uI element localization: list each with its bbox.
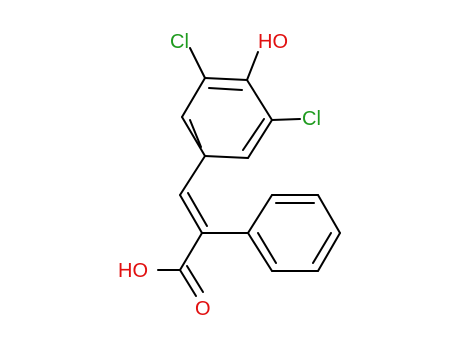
hydroxyl-label-top: HO	[258, 31, 288, 53]
bond	[181, 77, 206, 118]
chlorine-label-right: Cl	[302, 108, 321, 130]
bond	[246, 79, 273, 121]
aromatic-bond	[189, 119, 202, 148]
bond	[317, 194, 341, 234]
bond	[317, 232, 341, 272]
carbonyl-oxygen-label: O	[195, 298, 211, 320]
bond	[179, 232, 203, 271]
bond	[181, 116, 206, 157]
bond	[179, 155, 206, 196]
acid-hydroxyl-label: HO	[118, 260, 148, 282]
bond-to-oh	[246, 51, 259, 81]
double-bond	[187, 192, 208, 227]
bond-to-cl-right	[271, 118, 301, 121]
bond	[204, 77, 248, 81]
double-bond-co	[186, 265, 204, 293]
double-bond-co	[179, 269, 197, 297]
bond-to-cl-top	[189, 47, 206, 79]
bond	[247, 232, 273, 272]
chlorine-label-top: Cl	[170, 31, 189, 53]
aromatic-bond	[257, 232, 277, 264]
aromatic-bond	[312, 232, 332, 264]
bond	[247, 119, 273, 159]
bond	[247, 194, 273, 234]
aromatic-bond	[208, 87, 243, 91]
bond	[204, 155, 249, 159]
double-bond	[179, 194, 203, 234]
aromatic-bond	[242, 118, 265, 151]
